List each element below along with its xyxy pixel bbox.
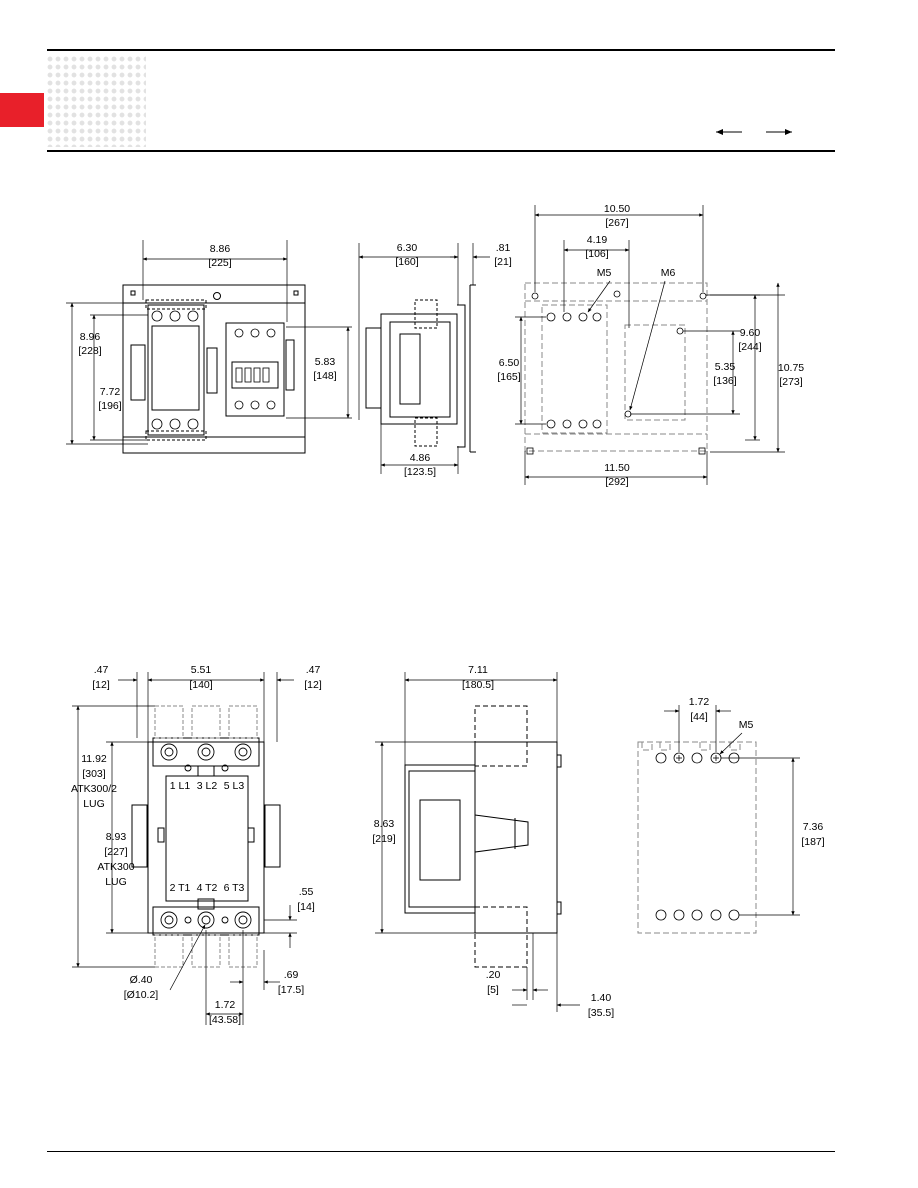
fig-b-side-view bbox=[404, 741, 562, 934]
dimension-label-d-h2m: [227] bbox=[104, 846, 127, 858]
fig-a-mount-holes bbox=[526, 290, 707, 455]
dimension-label-d-dia: Ø.40 bbox=[130, 974, 153, 986]
dimension-label-c-h4: 10.75 bbox=[778, 362, 804, 374]
header-bottom-rule bbox=[47, 150, 835, 152]
dimension-label-d-h2b: LUG bbox=[105, 876, 127, 888]
dimension-label-f-hm: [187] bbox=[801, 836, 824, 848]
dimension-label-a-h3: 5.83 bbox=[315, 356, 336, 368]
dimension-label-f-m5: M5 bbox=[739, 719, 754, 731]
fig-b-front-dims bbox=[72, 672, 297, 1025]
dimension-label-d-h2a: ATK300 bbox=[97, 861, 134, 873]
fig-a-side-view bbox=[365, 284, 476, 453]
dimension-label-c-w1m: [267] bbox=[605, 217, 628, 229]
dimension-label-c-h2: 5.35 bbox=[715, 361, 736, 373]
fig-a-side-dims bbox=[358, 243, 490, 474]
dimension-label-d-om: [17.5] bbox=[278, 984, 304, 996]
dimension-label-d-wm: [140] bbox=[189, 679, 212, 691]
fig-b-front-view bbox=[131, 737, 281, 936]
dimension-label-e-g: .20 bbox=[486, 969, 501, 981]
dimension-label-d-t1: 1 L1 bbox=[170, 780, 191, 792]
dimension-label-c-h4m: [273] bbox=[779, 376, 802, 388]
dimension-label-d-o: .69 bbox=[284, 969, 299, 981]
fig-b-side-lugs bbox=[474, 705, 528, 968]
dot-pattern-decoration bbox=[46, 55, 146, 147]
dimension-label-d-w: 5.51 bbox=[191, 664, 212, 676]
dimension-label-d-h2: 8.93 bbox=[106, 831, 127, 843]
footer-rule bbox=[47, 1151, 835, 1152]
fig-b-front-lugs bbox=[154, 705, 258, 968]
dimension-label-e-h: 8.63 bbox=[374, 818, 395, 830]
dimension-labels: 8.86 [225] 8.96 [228] 7.72 [196] 5.83 [148] 6.30… bbox=[71, 203, 825, 1026]
dimension-label-b-dm: [123.5] bbox=[404, 466, 436, 478]
dimension-label-c-h2m: [136] bbox=[713, 375, 736, 387]
fig-b-mount-view bbox=[637, 741, 757, 934]
page-nav-arrows-icon bbox=[716, 129, 792, 135]
fig-b-mount-dims bbox=[664, 705, 800, 916]
dimension-label-a-h1: 8.96 bbox=[80, 331, 101, 343]
fig-b-side-dims bbox=[375, 672, 580, 1012]
dimension-label-d-h1: 11.92 bbox=[81, 753, 107, 765]
dimension-label-c-h1: 9.60 bbox=[740, 327, 761, 339]
dimension-label-f-w: 1.72 bbox=[689, 696, 710, 708]
dimension-label-c-w1: 10.50 bbox=[604, 203, 630, 215]
dimension-label-d-s: .55 bbox=[299, 886, 314, 898]
dimension-label-d-h1b: LUG bbox=[83, 798, 105, 810]
dimension-label-d-diam: [Ø10.2] bbox=[124, 989, 159, 1001]
dimension-label-b-wm: [160] bbox=[395, 256, 418, 268]
dimension-label-f-h: 7.36 bbox=[803, 821, 824, 833]
dimension-label-c-w2m: [106] bbox=[585, 248, 608, 260]
fig-a-mount-dims bbox=[515, 205, 785, 485]
dimension-label-b-tm: [21] bbox=[494, 256, 512, 268]
dimension-label-d-p: 1.72 bbox=[215, 999, 236, 1011]
dimension-label-a-wm: [225] bbox=[208, 257, 231, 269]
dimension-label-f-wm: [44] bbox=[690, 711, 708, 723]
header-top-rule bbox=[47, 49, 835, 51]
dimension-label-d-h1m: [303] bbox=[82, 768, 105, 780]
dimension-label-d-t2: 3 L2 bbox=[197, 780, 218, 792]
dimension-label-a-h2: 7.72 bbox=[100, 386, 121, 398]
dimension-label-d-lm: [12] bbox=[92, 679, 110, 691]
dimension-label-e-wm: [180.5] bbox=[462, 679, 494, 691]
dimension-label-d-rm: [12] bbox=[304, 679, 322, 691]
dimension-label-c-h3: 6.50 bbox=[499, 357, 520, 369]
dimension-label-b-t: .81 bbox=[496, 242, 511, 254]
dimension-label-c-w2: 4.19 bbox=[587, 234, 608, 246]
dimension-label-a-w: 8.86 bbox=[210, 243, 231, 255]
section-tab-marker bbox=[0, 93, 44, 127]
dimension-label-c-w3: 11.50 bbox=[604, 462, 630, 474]
dimension-label-c-m5: M5 bbox=[597, 267, 612, 279]
fig-a-mount-view bbox=[524, 282, 708, 452]
dimension-label-e-bm: [35.5] bbox=[588, 1007, 614, 1019]
dimension-label-d-t5: 4 T2 bbox=[197, 882, 218, 894]
dimension-label-d-t4: 2 T1 bbox=[170, 882, 191, 894]
dimension-label-c-h1m: [244] bbox=[738, 341, 761, 353]
fig-a-front-dims bbox=[66, 240, 352, 445]
dimension-label-e-w: 7.11 bbox=[468, 664, 488, 676]
dimension-label-a-h1m: [228] bbox=[78, 345, 101, 357]
dimension-label-e-hm: [219] bbox=[372, 833, 395, 845]
dimension-label-d-l: .47 bbox=[94, 664, 109, 676]
dimension-label-b-w: 6.30 bbox=[397, 242, 418, 254]
dimension-label-d-sm: [14] bbox=[297, 901, 315, 913]
dimension-label-d-t3: 5 L3 bbox=[224, 780, 245, 792]
dimension-label-c-w3m: [292] bbox=[605, 476, 628, 488]
dimension-label-c-m6: M6 bbox=[661, 267, 676, 279]
dimension-label-d-pm: [43.58] bbox=[209, 1014, 241, 1026]
dimension-label-a-h3m: [148] bbox=[313, 370, 336, 382]
fig-a-front-view bbox=[122, 284, 306, 454]
dimension-label-c-h3m: [165] bbox=[497, 371, 520, 383]
dimension-label-e-gm: [5] bbox=[487, 984, 499, 996]
dimension-label-d-h1a: ATK300/2 bbox=[71, 783, 117, 795]
dimension-label-d-r: .47 bbox=[306, 664, 321, 676]
dimension-label-a-h2m: [196] bbox=[98, 400, 121, 412]
dimension-label-d-t6: 6 T3 bbox=[224, 882, 245, 894]
dimension-label-e-b: 1.40 bbox=[591, 992, 612, 1004]
fig-b-mount-holes bbox=[655, 752, 740, 921]
dimension-label-b-d: 4.86 bbox=[410, 452, 431, 464]
